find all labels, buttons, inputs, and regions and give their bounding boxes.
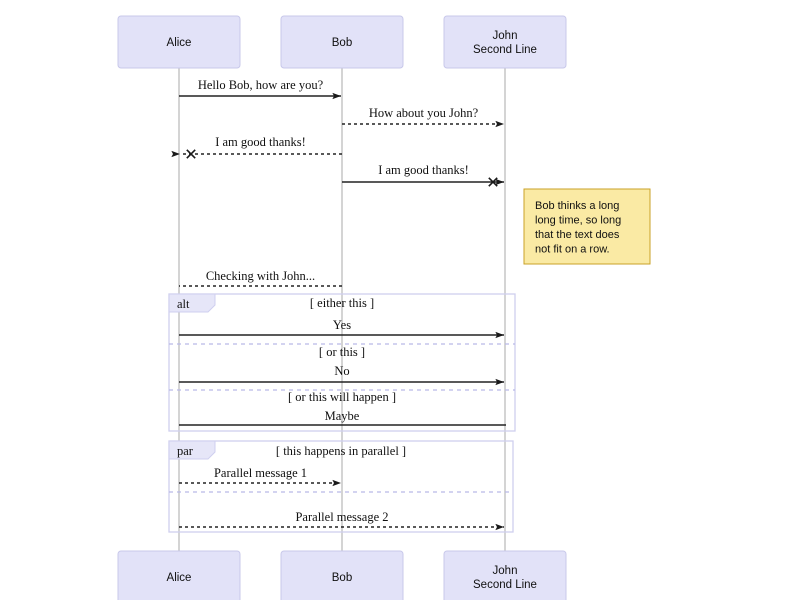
par-fragment-message-0: Parallel message 1: [179, 466, 341, 487]
fragment-condition: [ this happens in parallel ]: [276, 444, 406, 458]
message-m1: Hello Bob, how are you?: [179, 78, 341, 100]
message-label: I am good thanks!: [378, 163, 469, 177]
actor-box-rect: [117, 15, 241, 69]
message-m3: I am good thanks!: [171, 135, 342, 159]
fragment-tab-label: alt: [177, 297, 190, 311]
fragment-condition: [ either this ]: [310, 296, 374, 310]
lost-message-cross-icon: [488, 177, 498, 187]
message-label: Parallel message 1: [214, 466, 307, 480]
lost-message-cross-icon: [186, 149, 196, 159]
fragment-condition: [ or this ]: [319, 345, 365, 359]
fragment-tab: [168, 293, 216, 313]
actor-label: Alice: [167, 37, 192, 49]
par-fragment[interactable]: par [ this happens in parallel ]: [168, 440, 514, 533]
fragment-tab-label: par: [177, 444, 194, 458]
note-text-line: not fit on a row.: [535, 244, 610, 256]
message-m2: How about you John?: [342, 106, 504, 128]
message-label: Maybe: [325, 409, 360, 423]
note-layer: Bob thinks a long long time, so long that …: [523, 188, 651, 265]
actor-box-rect: [280, 550, 404, 600]
actor-label: Bob: [332, 37, 352, 49]
message-label: Parallel message 2: [295, 510, 388, 524]
par-fragment-message-1: Parallel message 2: [179, 510, 504, 531]
actor-box-bob-top[interactable]: Bob: [280, 15, 404, 69]
message-label: How about you John?: [369, 106, 479, 120]
actor-box-rect: [443, 15, 567, 69]
fragments-layer: alt [ either this ] [ or this ] [ or this w…: [168, 293, 516, 533]
message-m4: I am good thanks!: [342, 163, 504, 187]
alt-fragment-message-1: No: [179, 364, 504, 386]
message-label: Yes: [333, 318, 351, 332]
fragment-tab: [168, 440, 216, 460]
alt-fragment[interactable]: alt [ either this ] [ or this ] [ or this w…: [168, 293, 516, 432]
fragment-border: [168, 293, 516, 432]
message-label: I am good thanks!: [215, 135, 306, 149]
actor-label: Bob: [332, 572, 352, 584]
actor-box-alice-bottom[interactable]: Alice: [117, 550, 241, 600]
note-text-line: Bob thinks a long: [535, 200, 619, 212]
actor-label: John: [493, 30, 518, 42]
fragment-condition: [ or this will happen ]: [288, 390, 396, 404]
message-label: Hello Bob, how are you?: [198, 78, 324, 92]
actor-label: John: [493, 565, 518, 577]
actor-box-bob-bottom[interactable]: Bob: [280, 550, 404, 600]
note-rect: [523, 188, 651, 265]
actor-box-rect: [280, 15, 404, 69]
message-m5: Checking with John...: [179, 269, 342, 287]
note-text-line: that the text does: [535, 229, 620, 241]
alt-fragment-message-2: Maybe: [179, 409, 506, 426]
actor-box-rect: [443, 550, 567, 600]
messages-layer: Hello Bob, how are you? How about you Joh…: [171, 78, 506, 531]
message-label: Checking with John...: [206, 269, 315, 283]
actor-label: Alice: [167, 572, 192, 584]
actor-box-alice-top[interactable]: Alice: [117, 15, 241, 69]
alt-fragment-message-0: Yes: [179, 318, 504, 339]
actor-box-rect: [117, 550, 241, 600]
note-bob-thinks: Bob thinks a long long time, so long that …: [523, 188, 651, 265]
note-text-line: long time, so long: [535, 215, 621, 227]
message-label: No: [334, 364, 349, 378]
actor-label: Second Line: [473, 44, 537, 56]
actor-label: Second Line: [473, 579, 537, 591]
fragment-border: [168, 440, 514, 533]
